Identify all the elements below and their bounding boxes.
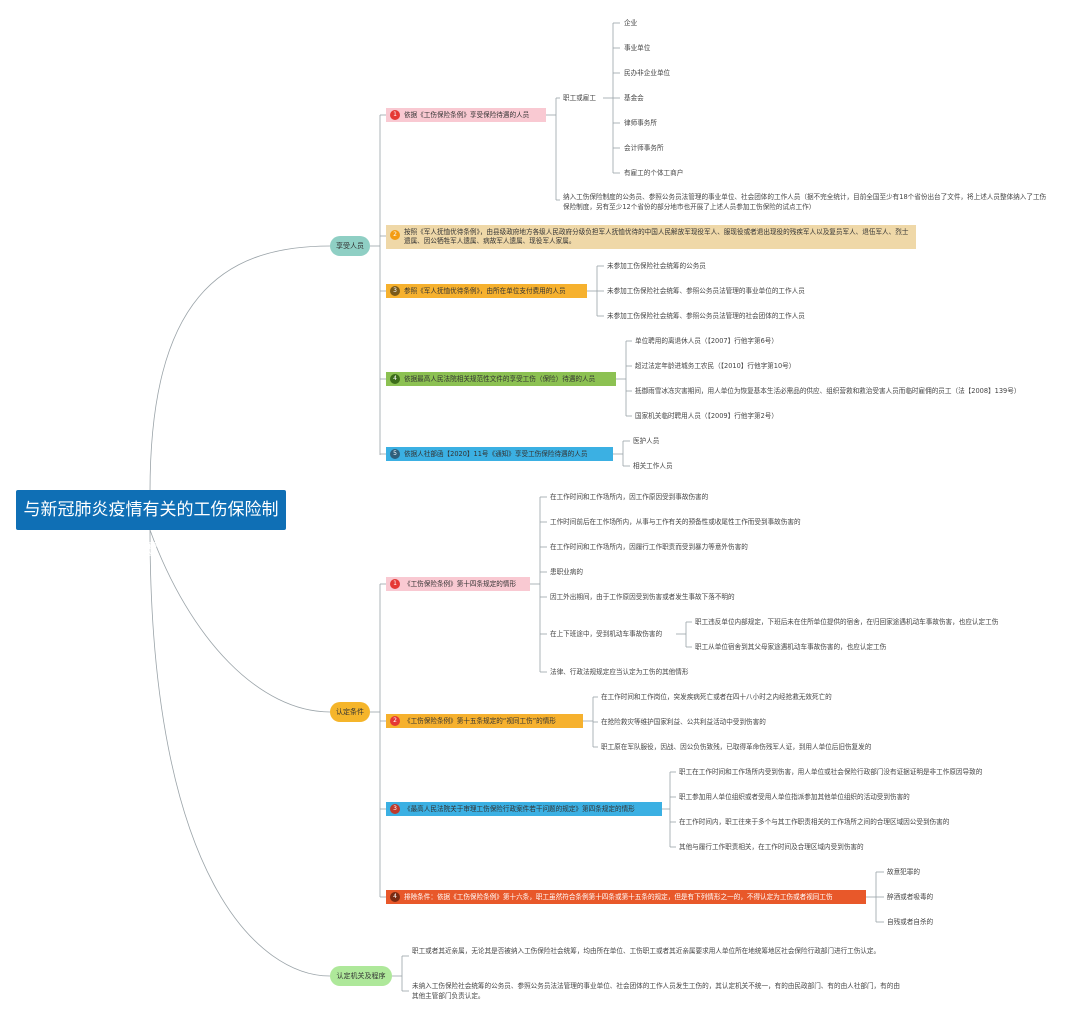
group-label: 《工伤保险条例》第十四条规定的情形: [404, 580, 517, 588]
condition-group-4[interactable]: 4 排除条件：依据《工伤保险条例》第十六条，职工虽然符合条例第十四条或第十五条的…: [386, 890, 866, 904]
c3-item[interactable]: 职工在工作时间和工作场所内受到伤害，用人单位或社会保险行政部门没有证据证明是非工…: [679, 768, 983, 776]
c1-item[interactable]: 患职业病的: [550, 568, 583, 576]
employer-group-label[interactable]: 职工或雇工: [563, 94, 596, 102]
group-label: 依据人社部函【2020】11号《通知》享受工伤保险待遇的人员: [404, 450, 588, 458]
c2-item[interactable]: 在工作时间和工作岗位，突发疾病死亡或者在四十八小时之内经抢救无效死亡的: [601, 693, 832, 701]
c1-item[interactable]: 在工作时间和工作场所内，因工作原因受到事故伤害的: [550, 493, 709, 501]
applicant-group-5[interactable]: 5 依据人社部函【2020】11号《通知》享受工伤保险待遇的人员: [386, 447, 613, 461]
group-label: 《最高人民法院关于审理工伤保险行政案件若干问题的规定》第四条规定的情形: [404, 805, 635, 813]
group5-item[interactable]: 相关工作人员: [633, 462, 673, 470]
authority-item[interactable]: 未纳入工伤保险社会统筹的公务员、参照公务员法法管理的事业单位、社会团体的工作人员…: [412, 982, 900, 1000]
number-badge: 3: [390, 804, 400, 814]
c4-item[interactable]: 故意犯罪的: [887, 868, 920, 876]
branch-identification[interactable]: 认定条件: [330, 702, 370, 722]
employer-item[interactable]: 企业: [624, 19, 638, 27]
group-label: 参照《军人抚恤优待条例》，由所在单位支付费用的人员: [404, 287, 566, 295]
group4-item[interactable]: 抵御雨雪冰冻灾害期间，用人单位为恢复基本生活必需品的供应、组织营救和救治受害人员…: [635, 387, 1021, 395]
c3-item[interactable]: 职工参加用人单位组织或者受用人单位指派参加其他单位组织的活动受到伤害的: [679, 793, 910, 801]
civil-servants-note[interactable]: 纳入工伤保险制度的公务员、参照公务员法管理的事业单位、社会团体的工作人员（据不完…: [563, 193, 1047, 211]
commute-item[interactable]: 职工从单位宿舍到其父母家途遇机动车事故伤害的，也应认定工伤: [695, 643, 887, 651]
applicant-group-4[interactable]: 4 依据最高人民法院相关规范性文件的享受工伤（保险）待遇的人员: [386, 372, 616, 386]
c1-item[interactable]: 因工外出期间，由于工作原因受到伤害或者发生事故下落不明的: [550, 593, 735, 601]
c2-item[interactable]: 职工原在军队服役，因战、因公负伤致残，已取得革命伤残军人证，到用人单位后旧伤复发…: [601, 743, 872, 751]
group-label: 《工伤保险条例》第十五条规定的“视同工伤”的情形: [404, 717, 556, 725]
employer-item[interactable]: 民办非企业单位: [624, 69, 671, 77]
c1-item[interactable]: 工作时间前后在工作场所内，从事与工作有关的预备性或收尾性工作而受到事故伤害的: [550, 518, 801, 526]
group-label: 依据最高人民法院相关规范性文件的享受工伤（保险）待遇的人员: [404, 375, 596, 383]
c4-item[interactable]: 醉酒或者吸毒的: [887, 893, 934, 901]
number-badge: 1: [390, 110, 400, 120]
commute-item[interactable]: 职工违反单位内部规定，下班后未在住所单位提供的宿舍，在归回家途遇机动车事故伤害，…: [695, 618, 999, 626]
group5-item[interactable]: 医护人员: [633, 437, 660, 445]
number-badge: 2: [390, 230, 400, 240]
c1-item[interactable]: 在工作时间和工作场所内，因履行工作职责而受到暴力等意外伤害的: [550, 543, 748, 551]
employer-item[interactable]: 有雇工的个体工商户: [624, 169, 684, 177]
authority-item[interactable]: 职工或者其近亲属，无论其是否被纳入工伤保险社会统筹，均由所在单位、工伤职工或者其…: [412, 947, 881, 955]
c3-item[interactable]: 其他与履行工作职责相关，在工作时间及合理区域内受到伤害的: [679, 843, 864, 851]
applicant-group-3[interactable]: 3 参照《军人抚恤优待条例》，由所在单位支付费用的人员: [386, 284, 587, 298]
employer-item[interactable]: 会计师事务所: [624, 144, 664, 152]
applicant-group-2[interactable]: 2 按照《军人抚恤优待条例》，由县级政府地方各级人民政府分级负担军人抚恤优待的中…: [386, 225, 916, 249]
c1-item[interactable]: 在上下班途中，受到机动车事故伤害的: [550, 630, 663, 638]
employer-item[interactable]: 事业单位: [624, 44, 651, 52]
branch-applicants[interactable]: 享受人员: [330, 236, 370, 256]
c3-item[interactable]: 在工作时间内，职工往来于多个与其工作职责相关的工作场所之间的合理区域因公受到伤害…: [679, 818, 950, 826]
number-badge: 4: [390, 892, 400, 902]
group4-item[interactable]: 国家机关临时聘用人员（【2009】行他字第2号）: [635, 412, 778, 420]
c4-item[interactable]: 自残或者自杀的: [887, 918, 934, 926]
number-badge: 5: [390, 449, 400, 459]
branch-authority[interactable]: 认定机关及程序: [330, 966, 392, 986]
number-badge: 2: [390, 716, 400, 726]
group3-item[interactable]: 未参加工伤保险社会统筹、参照公务员法管理的事业单位的工作人员: [607, 287, 805, 295]
condition-group-1[interactable]: 1 《工伤保险条例》第十四条规定的情形: [386, 577, 530, 591]
group-label: 依据《工伤保险条例》享受保险待遇的人员: [404, 111, 530, 119]
group3-item[interactable]: 未参加工伤保险社会统筹、参照公务员法管理的社会团体的工作人员: [607, 312, 805, 320]
number-badge: 3: [390, 286, 400, 296]
number-badge: 1: [390, 579, 400, 589]
group3-item[interactable]: 未参加工伤保险社会统筹的公务员: [607, 262, 706, 270]
condition-group-3[interactable]: 3 《最高人民法院关于审理工伤保险行政案件若干问题的规定》第四条规定的情形: [386, 802, 662, 816]
c2-item[interactable]: 在抢险救灾等维护国家利益、公共利益活动中受到伤害的: [601, 718, 766, 726]
group-label: 排除条件：依据《工伤保险条例》第十六条，职工虽然符合条例第十四条或第十五条的规定…: [404, 893, 833, 901]
c1-item[interactable]: 法律、行政法规规定应当认定为工伤的其他情形: [550, 668, 689, 676]
employer-item[interactable]: 律师事务所: [624, 119, 657, 127]
number-badge: 4: [390, 374, 400, 384]
group4-item[interactable]: 单位聘用的离退休人员（【2007】行他字第6号）: [635, 337, 778, 345]
group-label: 按照《军人抚恤优待条例》，由县级政府地方各级人民政府分级负担军人抚恤优待的中国人…: [404, 228, 909, 245]
group4-item[interactable]: 超过法定年龄进城务工农民（【2010】行他字第10号）: [635, 362, 796, 370]
root-topic[interactable]: 与新冠肺炎疫情有关的工伤保险制度: [16, 490, 286, 560]
employer-item[interactable]: 基金会: [624, 94, 644, 102]
condition-group-2[interactable]: 2 《工伤保险条例》第十五条规定的“视同工伤”的情形: [386, 714, 583, 728]
applicant-group-1[interactable]: 1 依据《工伤保险条例》享受保险待遇的人员: [386, 108, 546, 122]
